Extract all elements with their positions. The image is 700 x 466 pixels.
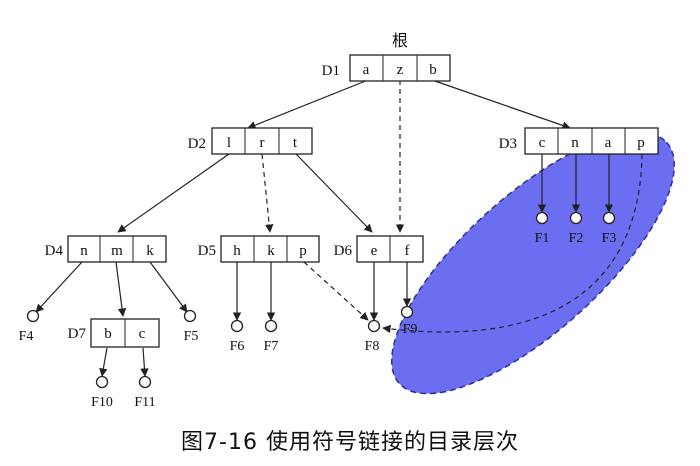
node-d1-label: D1 bbox=[322, 63, 340, 79]
file-label-f2: F2 bbox=[569, 231, 584, 246]
node-d3-label: D3 bbox=[499, 136, 517, 152]
node-d6: D6 e f bbox=[334, 235, 424, 263]
directory-diagram: 根 D1 a z b D2 l r t D3 c n a p D4 n m k … bbox=[19, 32, 676, 410]
file-label-f5: F5 bbox=[184, 329, 199, 344]
node-d2-cell-1: l bbox=[227, 135, 231, 151]
figure-caption: 图7-16 使用符号链接的目录层次 bbox=[181, 430, 519, 455]
file-f8 bbox=[367, 319, 381, 333]
file-label-f4: F4 bbox=[19, 329, 34, 344]
node-d7-cell-1: b bbox=[104, 326, 112, 342]
node-d7: D7 b c bbox=[68, 318, 160, 348]
file-f3 bbox=[602, 211, 616, 225]
node-d2: D2 l r t bbox=[188, 127, 313, 155]
file-f1 bbox=[535, 211, 549, 225]
file-label-f6: F6 bbox=[230, 339, 245, 354]
highlight-ellipse bbox=[390, 131, 676, 395]
file-f11 bbox=[138, 375, 152, 389]
node-d5: D5 h k p bbox=[198, 235, 320, 263]
node-d3: D3 c n a p bbox=[499, 127, 659, 155]
node-d6-label: D6 bbox=[334, 243, 353, 259]
tree-edges bbox=[35, 79, 614, 377]
node-d3-cell-2: n bbox=[571, 135, 579, 151]
node-d6-cell-2: f bbox=[405, 243, 410, 259]
file-f2 bbox=[569, 211, 583, 225]
file-label-f10: F10 bbox=[91, 395, 113, 410]
file-f9 bbox=[400, 305, 414, 319]
file-f7 bbox=[264, 319, 278, 333]
node-d7-cell-2: c bbox=[139, 326, 146, 342]
file-label-f3: F3 bbox=[602, 231, 617, 246]
node-d4-label: D4 bbox=[45, 243, 64, 259]
node-d1-cell-3: b bbox=[429, 62, 437, 78]
file-circles bbox=[26, 211, 616, 389]
node-d3-cell-1: c bbox=[539, 135, 546, 151]
node-d1-cell-2: z bbox=[397, 62, 404, 78]
node-d5-cell-1: h bbox=[233, 243, 241, 259]
node-d5-cell-3: p bbox=[299, 243, 307, 259]
node-d6-cell-1: e bbox=[371, 243, 378, 259]
file-label-f11: F11 bbox=[134, 395, 155, 410]
node-d2-label: D2 bbox=[188, 136, 206, 152]
file-label-f7: F7 bbox=[264, 339, 279, 354]
root-label: 根 bbox=[392, 32, 408, 50]
node-d4-cell-3: k bbox=[146, 243, 154, 259]
node-d4: D4 n m k bbox=[45, 235, 167, 263]
node-d5-cell-2: k bbox=[267, 243, 275, 259]
file-label-f8: F8 bbox=[365, 339, 380, 354]
node-d1-cell-1: a bbox=[363, 62, 370, 78]
node-d5-label: D5 bbox=[198, 243, 216, 259]
node-d1: D1 a z b bbox=[322, 54, 451, 82]
file-label-f1: F1 bbox=[535, 231, 550, 246]
node-d4-cell-1: n bbox=[80, 243, 88, 259]
file-labels: F1 F2 F3 F4 F5 F6 F7 F8 F9 F10 F11 bbox=[19, 231, 617, 410]
node-d7-label: D7 bbox=[68, 326, 87, 342]
file-f4 bbox=[26, 309, 40, 323]
node-d3-cell-3: a bbox=[605, 135, 612, 151]
file-label-f9: F9 bbox=[403, 322, 418, 337]
file-f5 bbox=[183, 309, 197, 323]
link-edges bbox=[261, 80, 643, 334]
node-d3-cell-4: p bbox=[637, 135, 645, 151]
file-f6 bbox=[230, 319, 244, 333]
node-d2-cell-2: r bbox=[260, 135, 265, 151]
node-d2-cell-3: t bbox=[293, 135, 298, 151]
node-d4-cell-2: m bbox=[111, 243, 123, 259]
file-f10 bbox=[95, 375, 109, 389]
